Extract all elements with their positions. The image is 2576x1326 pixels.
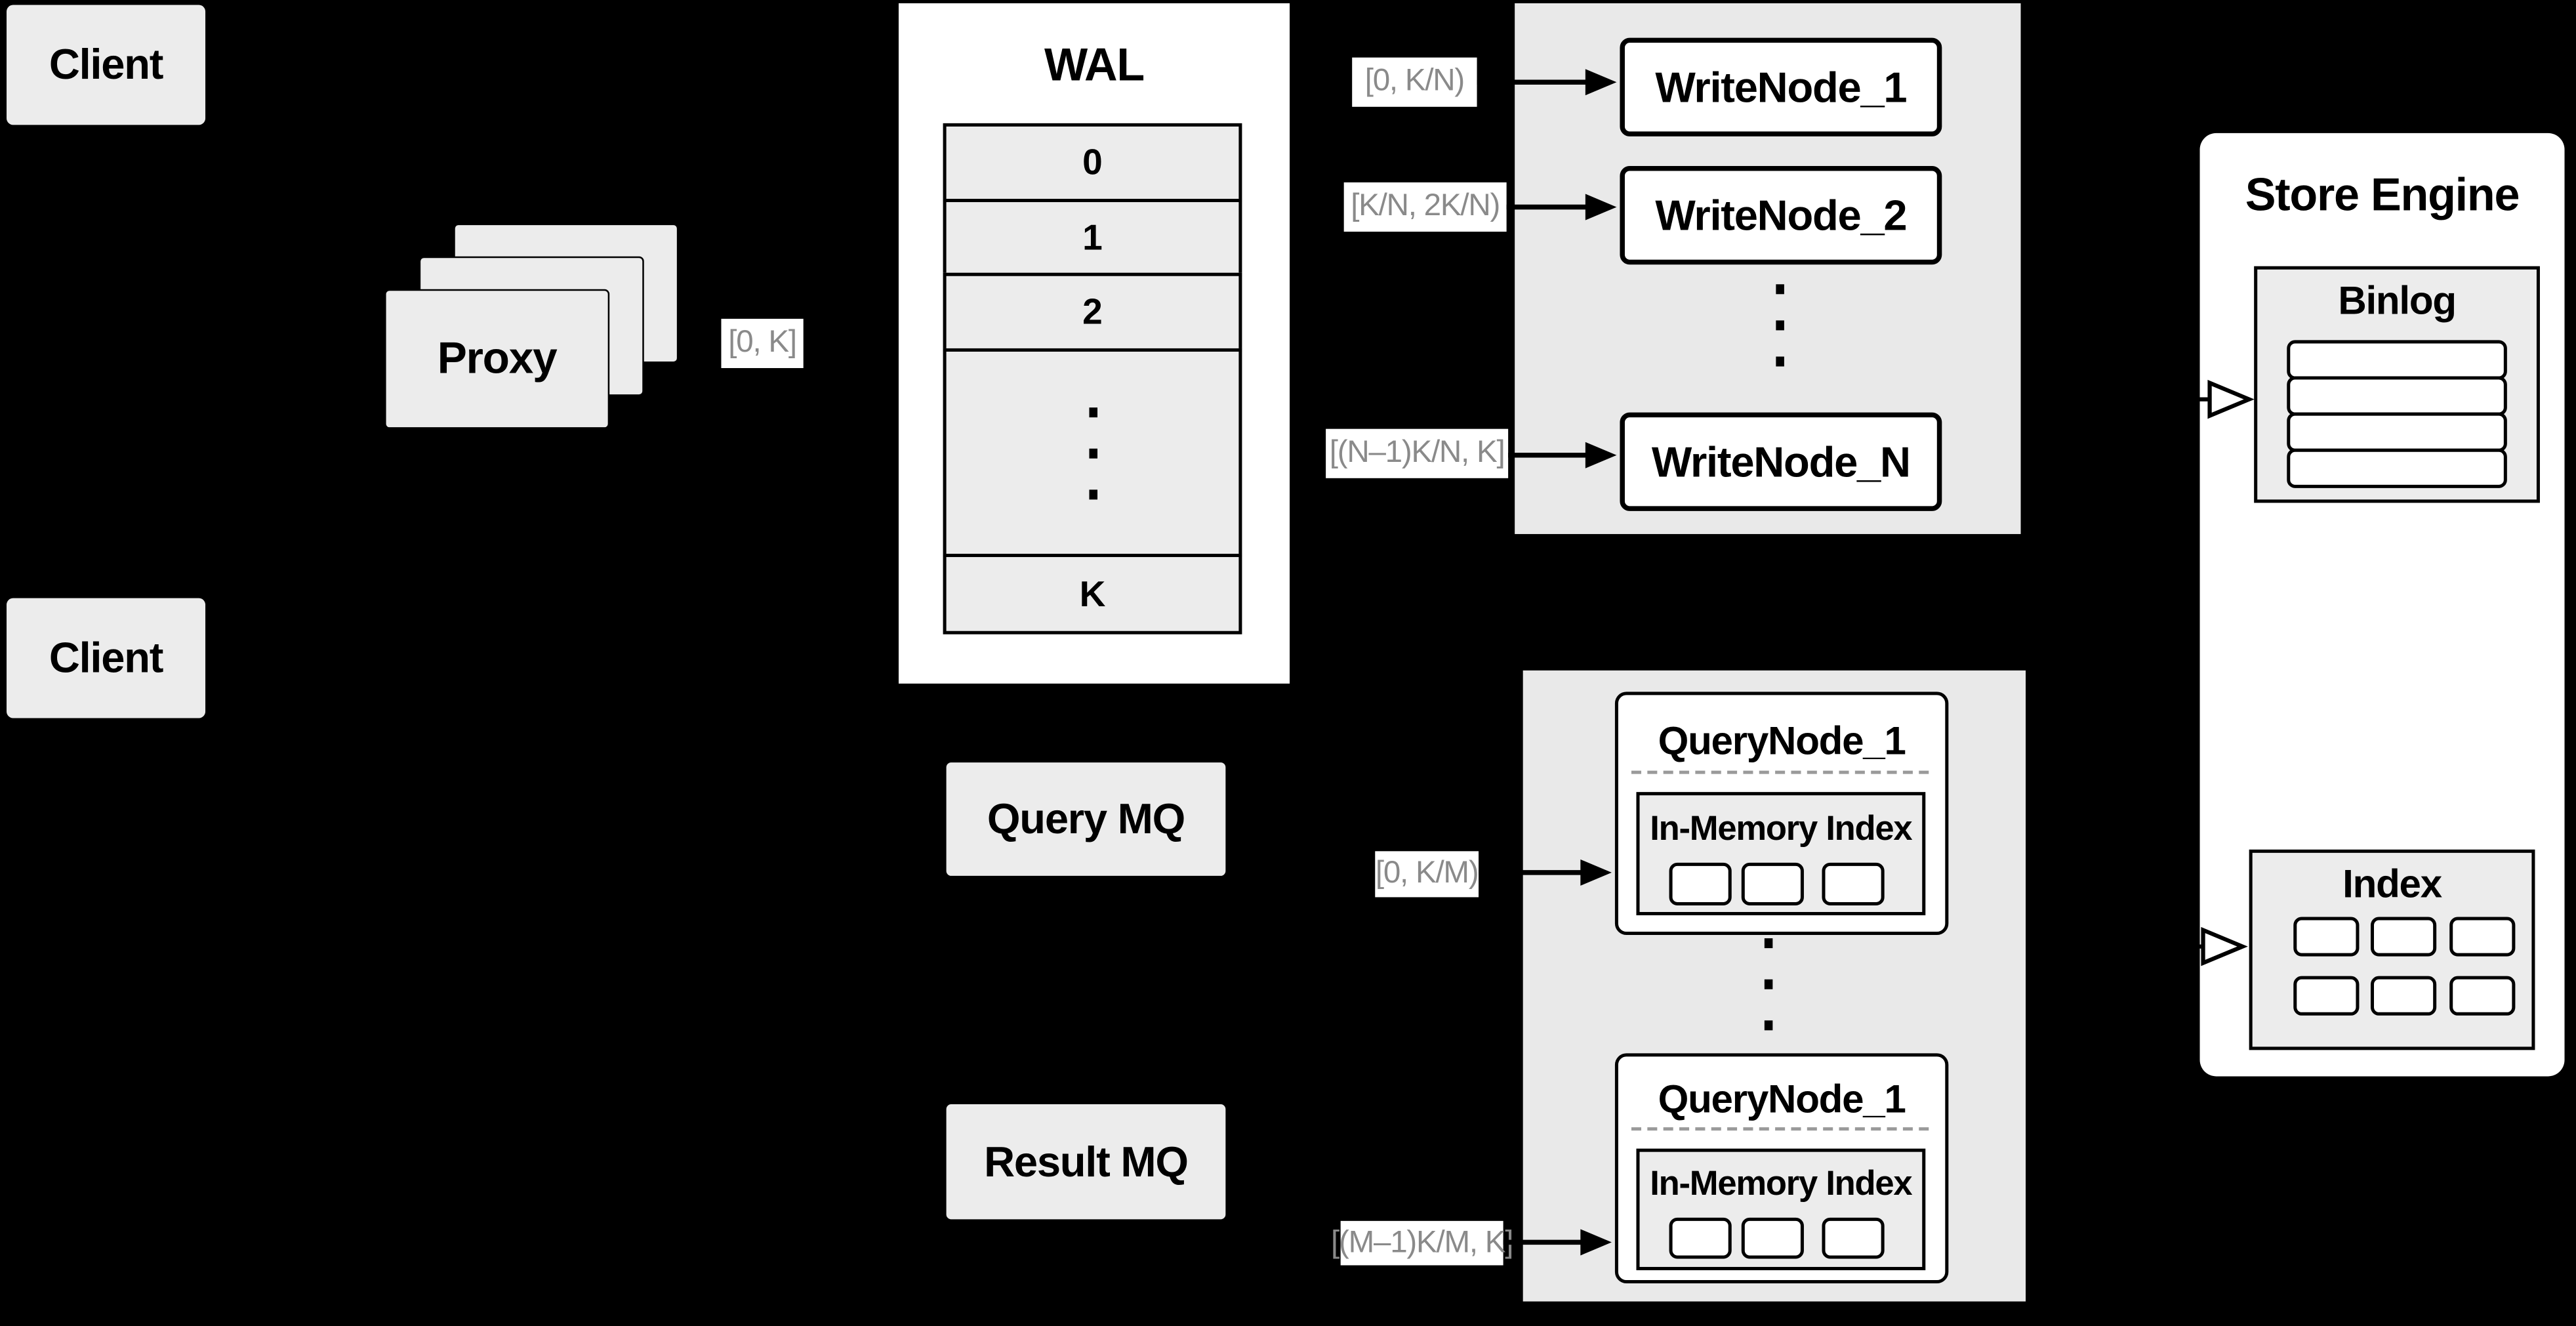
wal-title: WAL: [1044, 39, 1145, 91]
binlog-box: Binlog: [2254, 266, 2540, 503]
query-node-1-title: QueryNode_1: [1658, 719, 1906, 764]
store-engine-container: Store Engine Binlog Index: [2199, 133, 2565, 1077]
query-range-chip-2: [(M–1)K/M, K]: [1331, 1220, 1514, 1266]
binlog-rows: [2257, 340, 2537, 488]
wal-container: WAL 0 1 2 K: [898, 3, 1290, 684]
write-node-2: WriteNode_2: [1620, 165, 1942, 265]
index-segment-cell: [2293, 976, 2360, 1016]
wal-ellipsis-dots: [1088, 406, 1097, 499]
in-memory-index-box-1: In-Memory Index: [1636, 792, 1926, 916]
binlog-row: [2287, 340, 2507, 380]
memory-segment-cell: [1822, 862, 1885, 905]
binlog-row: [2287, 376, 2507, 416]
proxy-label: Proxy: [437, 333, 558, 383]
binlog-row: [2287, 412, 2507, 452]
query-mq-box: Query MQ: [946, 762, 1226, 876]
write-range-chip-1: [0, K/N): [1352, 57, 1477, 107]
write-ellipsis-dots: [1776, 284, 1784, 367]
write-node-n: WriteNode_N: [1620, 412, 1942, 511]
query-node-1: QueryNode_1 In-Memory Index: [1614, 692, 1949, 936]
client-box-top: Client: [7, 5, 206, 125]
in-memory-index-box-2: In-Memory Index: [1636, 1148, 1926, 1270]
index-segment-cell: [2449, 976, 2516, 1016]
write-node-2-label: WriteNode_2: [1655, 190, 1907, 239]
query-node-2-title: QueryNode_1: [1658, 1077, 1906, 1123]
index-segment-cell: [2293, 917, 2360, 957]
index-title: Index: [2342, 862, 2442, 907]
write-range-chip-n: [(N–1)K/N, K]: [1326, 428, 1509, 478]
in-memory-index-label-1: In-Memory Index: [1650, 810, 1912, 848]
memory-segment-cell: [1741, 862, 1804, 905]
in-memory-index-label-2: In-Memory Index: [1650, 1165, 1912, 1203]
client-bottom-label: Client: [49, 632, 164, 682]
memory-segment-cell: [1669, 862, 1732, 905]
store-engine-title: Store Engine: [2245, 169, 2520, 220]
proxy-card-front: Proxy: [384, 289, 610, 429]
binlog-title: Binlog: [2338, 279, 2457, 324]
query-node-2-separator: [1631, 1127, 1929, 1131]
query-node-2: QueryNode_1 In-Memory Index: [1614, 1053, 1949, 1284]
index-segment-cell: [2449, 917, 2516, 957]
query-ellipsis-dots: [1764, 938, 1773, 1031]
index-segment-cell: [2370, 976, 2437, 1016]
write-node-1-label: WriteNode_1: [1655, 61, 1907, 112]
index-box: Index: [2249, 849, 2535, 1050]
query-mq-label: Query MQ: [987, 793, 1185, 843]
wal-row-ellipsis: [943, 348, 1242, 558]
write-node-n-label: WriteNode_N: [1651, 436, 1911, 486]
result-mq-label: Result MQ: [984, 1136, 1189, 1186]
wal-row-0: 0: [943, 123, 1242, 203]
write-range-chip-2: [K/N, 2K/N): [1343, 182, 1507, 232]
client-top-label: Client: [49, 39, 164, 89]
client-box-bottom: Client: [7, 598, 206, 718]
wal-row-k: K: [943, 554, 1242, 634]
binlog-row: [2287, 448, 2507, 488]
memory-segment-cell: [1822, 1217, 1885, 1259]
write-node-1: WriteNode_1: [1620, 37, 1942, 136]
memory-segment-cell: [1741, 1217, 1804, 1259]
query-node-1-separator: [1631, 770, 1929, 774]
result-mq-box: Result MQ: [946, 1104, 1226, 1220]
proxy-range-chip: [0, K]: [721, 318, 804, 369]
memory-segment-cell: [1669, 1217, 1732, 1259]
index-segment-cell: [2370, 917, 2437, 957]
wal-row-1: 1: [943, 199, 1242, 276]
wal-row-2: 2: [943, 272, 1242, 352]
query-range-chip-1: [0, K/M): [1375, 851, 1479, 898]
